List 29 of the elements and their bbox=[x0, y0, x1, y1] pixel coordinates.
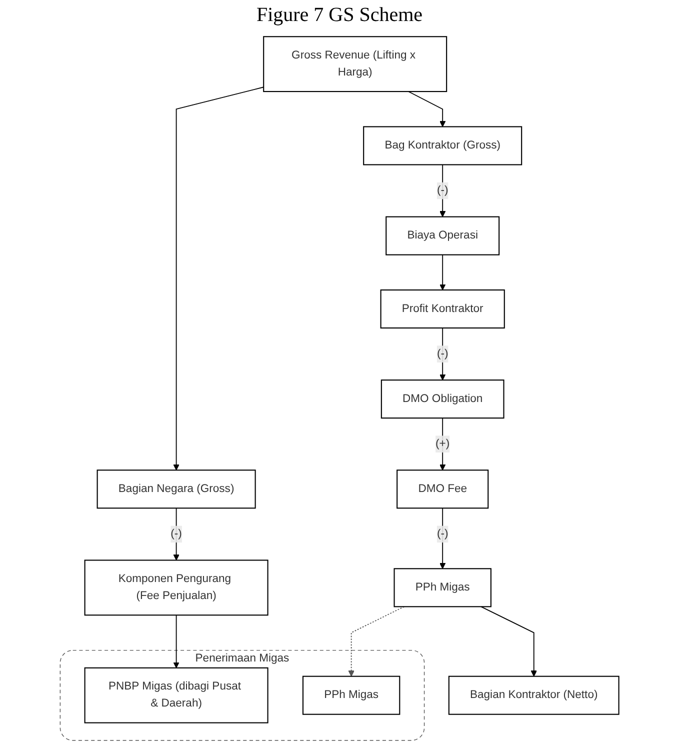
edge-label: (-) bbox=[436, 184, 448, 196]
arrow bbox=[440, 418, 446, 470]
arrow bbox=[440, 164, 446, 218]
edge-label: (-) bbox=[436, 348, 448, 360]
node-box: Bag Kontraktor (Gross) bbox=[363, 126, 522, 166]
arrow bbox=[408, 91, 446, 127]
edge-label: (-) bbox=[436, 528, 448, 540]
edge-label: (+) bbox=[436, 438, 450, 450]
node-box: DMO Fee bbox=[396, 470, 489, 509]
node-box: Bagian Negara (Gross) bbox=[96, 470, 256, 509]
node-box: Profit Kontraktor bbox=[380, 289, 505, 328]
arrow bbox=[173, 614, 180, 668]
arrow bbox=[480, 606, 537, 677]
arrow bbox=[440, 254, 446, 290]
node-box: DMO Obligation bbox=[380, 380, 504, 419]
arrow bbox=[173, 86, 264, 470]
edge-label: (-) bbox=[170, 528, 182, 540]
node-box: Komponen Pengurang (Fee Penjualan) bbox=[84, 560, 268, 616]
arrow bbox=[440, 508, 446, 569]
node-box: PPh Migas bbox=[302, 676, 400, 715]
node-box: PNBP Migas (dibagi Pusat & Daerah) bbox=[84, 667, 268, 724]
node-box: PPh Migas bbox=[394, 568, 492, 608]
node-box: Biaya Operasi bbox=[386, 216, 500, 256]
node-box: Bagian Kontraktor (Netto) bbox=[448, 676, 620, 715]
arrow bbox=[173, 508, 180, 560]
arrow bbox=[348, 606, 405, 677]
arrow bbox=[440, 328, 446, 380]
node-box: Gross Revenue (Lifting x Harga) bbox=[263, 36, 448, 92]
diagram-title: Figure 7 GS Scheme bbox=[255, 4, 424, 27]
